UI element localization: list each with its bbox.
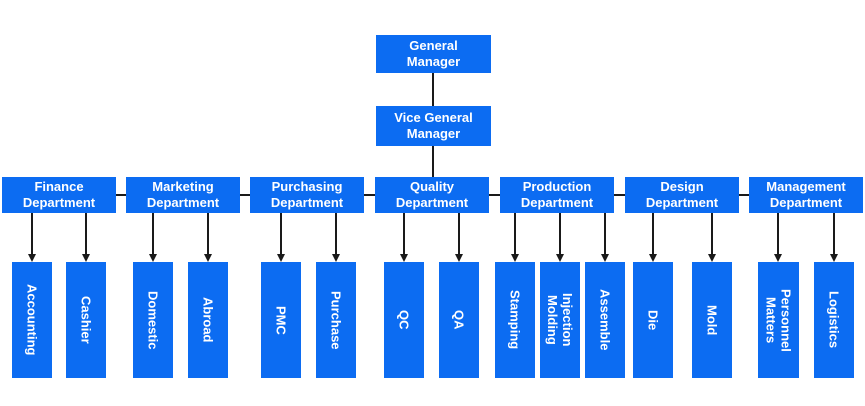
connector-to-qc [403, 213, 405, 254]
node-logistics: Logistics [814, 262, 854, 378]
connector-purchasing-quality [364, 194, 375, 196]
connector-to-die [652, 213, 654, 254]
arrow-down-icon [82, 254, 90, 262]
node-label: Abroad [200, 297, 216, 343]
node-label: QC [396, 310, 412, 330]
arrow-down-icon [332, 254, 340, 262]
arrow-down-icon [774, 254, 782, 262]
connector-to-cashier [85, 213, 87, 254]
node-label: Logistics [826, 291, 842, 349]
connector-to-stamping [514, 213, 516, 254]
arrow-down-icon [28, 254, 36, 262]
node-label: Accounting [24, 284, 40, 356]
node-finance-department: Finance Department [2, 177, 116, 213]
arrow-down-icon [601, 254, 609, 262]
node-general-manager: General Manager [376, 35, 491, 73]
connector-quality-production [489, 194, 500, 196]
node-label: Die [645, 309, 661, 331]
node-qa: QA [439, 262, 479, 378]
node-label: Assemble [597, 289, 613, 351]
node-label: Purchasing Department [270, 179, 344, 210]
node-label: Management Department [766, 179, 846, 210]
arrow-down-icon [556, 254, 564, 262]
node-label: Personnel Matters [763, 288, 794, 352]
node-design-department: Design Department [625, 177, 739, 213]
connector-to-qa [458, 213, 460, 254]
connector-to-pmc [280, 213, 282, 254]
node-purchase: Purchase [316, 262, 356, 378]
connector-to-injection-molding [559, 213, 561, 254]
node-abroad: Abroad [188, 262, 228, 378]
node-assemble: Assemble [585, 262, 625, 378]
node-marketing-department: Marketing Department [126, 177, 240, 213]
node-label: Purchase [328, 290, 344, 350]
node-label: Mold [704, 304, 720, 336]
connector-to-abroad [207, 213, 209, 254]
node-pmc: PMC [261, 262, 301, 378]
node-management-department: Management Department [749, 177, 863, 213]
connector-marketing-purchasing [240, 194, 250, 196]
connector-to-personnel-matters [777, 213, 779, 254]
arrow-down-icon [649, 254, 657, 262]
node-label: Domestic [145, 290, 161, 350]
connector-production-design [614, 194, 625, 196]
arrow-down-icon [830, 254, 838, 262]
arrow-down-icon [400, 254, 408, 262]
arrow-down-icon [149, 254, 157, 262]
node-die: Die [633, 262, 673, 378]
connector-to-mold [711, 213, 713, 254]
node-label: Stamping [507, 290, 523, 350]
arrow-down-icon [708, 254, 716, 262]
node-cashier: Cashier [66, 262, 106, 378]
connector-to-purchase [335, 213, 337, 254]
node-label: QA [451, 310, 467, 330]
arrow-down-icon [204, 254, 212, 262]
node-label: PMC [273, 305, 289, 335]
connector-design-management [739, 194, 749, 196]
arrow-down-icon [511, 254, 519, 262]
node-quality-department: Quality Department [375, 177, 489, 213]
connector-gm-to-vgm [432, 73, 434, 106]
arrow-down-icon [277, 254, 285, 262]
connector-to-domestic [152, 213, 154, 254]
node-label: Finance Department [22, 179, 96, 210]
node-label: Cashier [78, 296, 94, 344]
arrow-down-icon [455, 254, 463, 262]
node-label: Quality Department [395, 179, 469, 210]
node-label: Design Department [645, 179, 719, 210]
connector-to-logistics [833, 213, 835, 254]
node-label: Injection Molding [545, 293, 575, 347]
node-qc: QC [384, 262, 424, 378]
node-personnel-matters: Personnel Matters [758, 262, 799, 378]
connector-finance-marketing [116, 194, 126, 196]
node-purchasing-department: Purchasing Department [250, 177, 364, 213]
node-production-department: Production Department [500, 177, 614, 213]
connector-to-accounting [31, 213, 33, 254]
node-label: General Manager [406, 38, 461, 69]
node-label: Marketing Department [146, 179, 220, 210]
node-injection-molding: Injection Molding [540, 262, 580, 378]
node-vice-general-manager: Vice General Manager [376, 106, 491, 146]
connector-vgm-to-quality [432, 146, 434, 177]
node-stamping: Stamping [495, 262, 535, 378]
node-label: Production Department [520, 179, 594, 210]
node-label: Vice General Manager [394, 110, 473, 141]
node-mold: Mold [692, 262, 732, 378]
node-domestic: Domestic [133, 262, 173, 378]
connector-to-assemble [604, 213, 606, 254]
node-accounting: Accounting [12, 262, 52, 378]
